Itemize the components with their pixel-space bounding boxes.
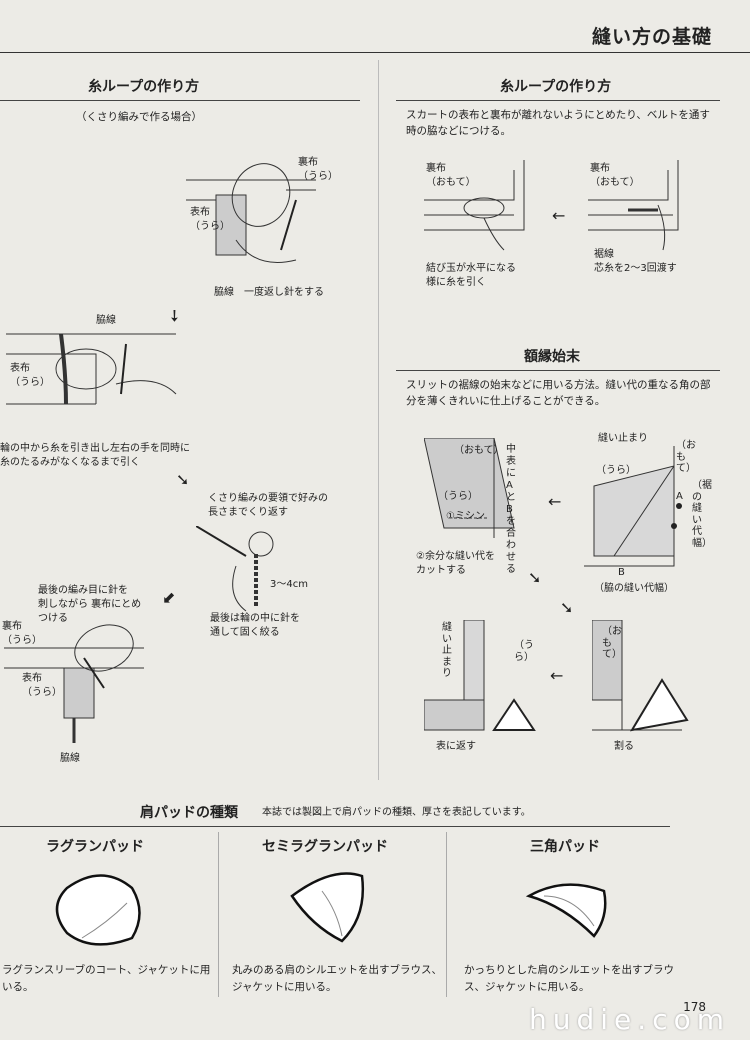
m1-ura: （うら） [438,491,478,502]
watermark: hudie.com [529,1003,730,1036]
miter-title-rule [396,370,720,371]
step3-caption-bottom: 最後は輪の中に針を 通して固く絞る [210,613,300,638]
shoulder-note: 本誌では製図上で肩パッドの種類、厚さを表記しています。 [262,807,531,818]
arrow-left-icon: ← [548,492,562,511]
m2-side: （脇の縫い代幅） [594,583,674,594]
step2-line-label: 脇線 [96,315,116,326]
pad-desc-semiraglan: 丸みのある肩のシルエットを出すブラウス、ジャケットに用いる。 [232,964,442,993]
column-divider [378,60,379,780]
miter-step1-diagram [424,438,515,538]
fig-b-caption: 裾線 芯糸を2～3回渡す [594,249,677,274]
m2-hem: （裾の縫い代幅） [692,480,712,549]
step1-caption: 脇線 一度返し針をする [214,287,324,298]
left-title-rule [0,100,360,101]
right-section-title: 糸ループの作り方 [500,79,612,95]
step4-line-label: 脇線 [60,753,80,764]
loop-fig-b [588,160,679,251]
step2-caption: 輪の中から糸を引き出し左右の手を同時に 糸のたるみがなくなるまで引く [0,443,190,468]
pad-name-semiraglan: セミラグランパッド [262,839,388,855]
m3-stop: 縫い止まり [442,622,452,679]
left-subtitle: （くさり編みで作る場合） [76,111,202,123]
m1-omote: （おもて） [454,445,504,456]
m1-vertical: 中表にAとBを合わせる [506,444,516,575]
left-section-title: 糸ループの作り方 [88,79,200,95]
arrow-left-icon: ← [552,206,566,225]
shoulder-rule [0,826,670,827]
step4-front-label: 表布 （うら） [22,673,62,698]
pad-name-raglan: ラグランパッド [46,839,144,855]
m1-cut: ②余分な縫い代を カットする [416,551,495,576]
fig-a-label: 裏布 （おもて） [426,163,476,188]
step1-front-label: 表布 （うら） [190,207,230,232]
page-title: 縫い方の基礎 [591,26,712,48]
miter-title: 額縁始末 [524,349,580,365]
arrow-left-icon: ← [550,666,564,685]
step4-back-label: 裏布 （うら） [2,621,42,646]
step3-diagram [196,526,274,612]
pad-desc-raglan: ラグランスリーブのコート、ジャケットに用いる。 [2,964,211,993]
miter-step4-diagram [592,620,689,732]
step4-caption: 最後の編み目に針を 刺しながら 裏布にとめ つける [38,585,142,624]
pad-divider [218,832,219,997]
miter-desc: スリットの裾線の始末などに用いる方法。縫い代の重なる角の部分を薄くきれいに仕上げ… [406,379,711,407]
m2-ura: （うら） [596,465,636,476]
arrow-icon: ➘ [528,568,542,587]
raglan-pad-icon [55,874,141,946]
miter-step2-diagram [584,446,682,567]
right-section-desc: スカートの表布と裏布が離れないようにとめたり、ベルトを通す時の脇などにつける。 [406,109,710,137]
arrow-icon: ➘ [176,470,190,489]
header-rule [0,52,750,53]
pad-desc-triangle: かっちりとした肩のシルエットを出すブラウス、ジャケットに用いる。 [464,964,674,993]
m3-ura: （うら） [514,640,534,663]
triangle-pad-icon [525,883,607,938]
step1-back-label: 裏布 （うら） [298,157,338,182]
fig-b-label: 裏布 （おもて） [590,163,640,188]
step4-diagram [4,624,144,743]
m2-omote: （おもて） [676,440,696,474]
m3-caption: 表に返す [436,741,476,752]
loop-fig-a [424,160,525,251]
arrow-icon: ➘ [560,598,574,617]
fig-a-caption: 結び玉が水平になる 様に糸を引く [426,263,516,288]
m4-omote: （おもて） [602,626,622,660]
shoulder-title: 肩パッドの種類 [140,805,238,821]
m4-caption: 割る [614,741,634,752]
step3-length: 3～4cm [270,579,308,590]
step2-front-label: 表布 （うら） [10,363,50,388]
pad-divider [446,832,447,997]
m2-b: B [618,567,625,578]
arrow-icon: ⬋ [162,588,176,607]
m2-a: A [676,491,683,502]
semiraglan-pad-icon [290,872,364,943]
right-title-rule [396,100,720,101]
miter-step3-diagram [424,620,536,731]
step3-caption-top: くさり編みの要領で好みの 長さまでくり返す [208,493,328,518]
page-number: 178 [683,1000,706,1014]
step1-diagram [186,163,316,263]
pad-name-triangle: 三角パッド [530,839,600,855]
m1-machine: ①ミシン [446,511,485,522]
m2-stop: 縫い止まり [598,433,648,444]
step2-diagram [6,333,177,405]
